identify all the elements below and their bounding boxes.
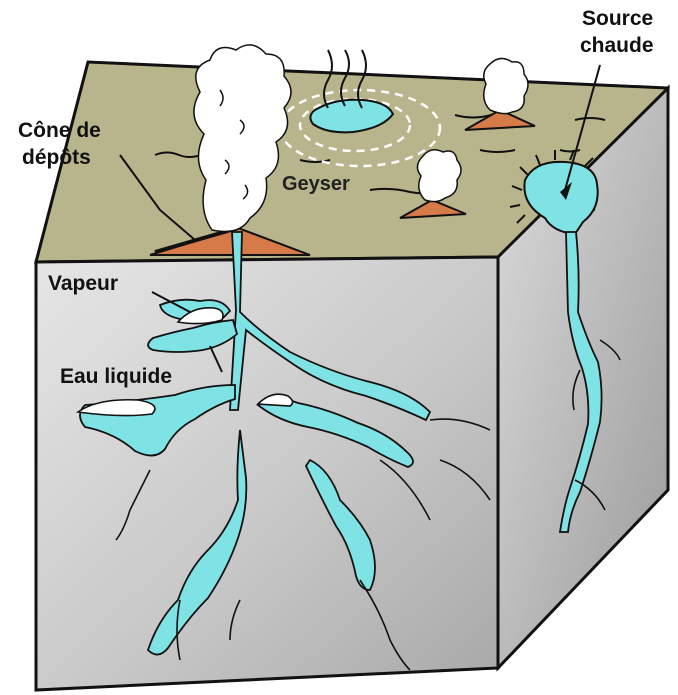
geyser-label: Geyser (282, 173, 350, 195)
source-label-line1: Source (582, 7, 653, 30)
source-label-line2: chaude (580, 34, 654, 57)
block-front-face (36, 257, 498, 690)
small-steam-cloud-2 (484, 58, 528, 113)
cone-label-line2: dépôts (22, 146, 91, 169)
cone-label-line1: Cône de (18, 119, 101, 142)
eau-liquide-label: Eau liquide (60, 365, 172, 388)
vapeur-label: Vapeur (48, 272, 118, 295)
